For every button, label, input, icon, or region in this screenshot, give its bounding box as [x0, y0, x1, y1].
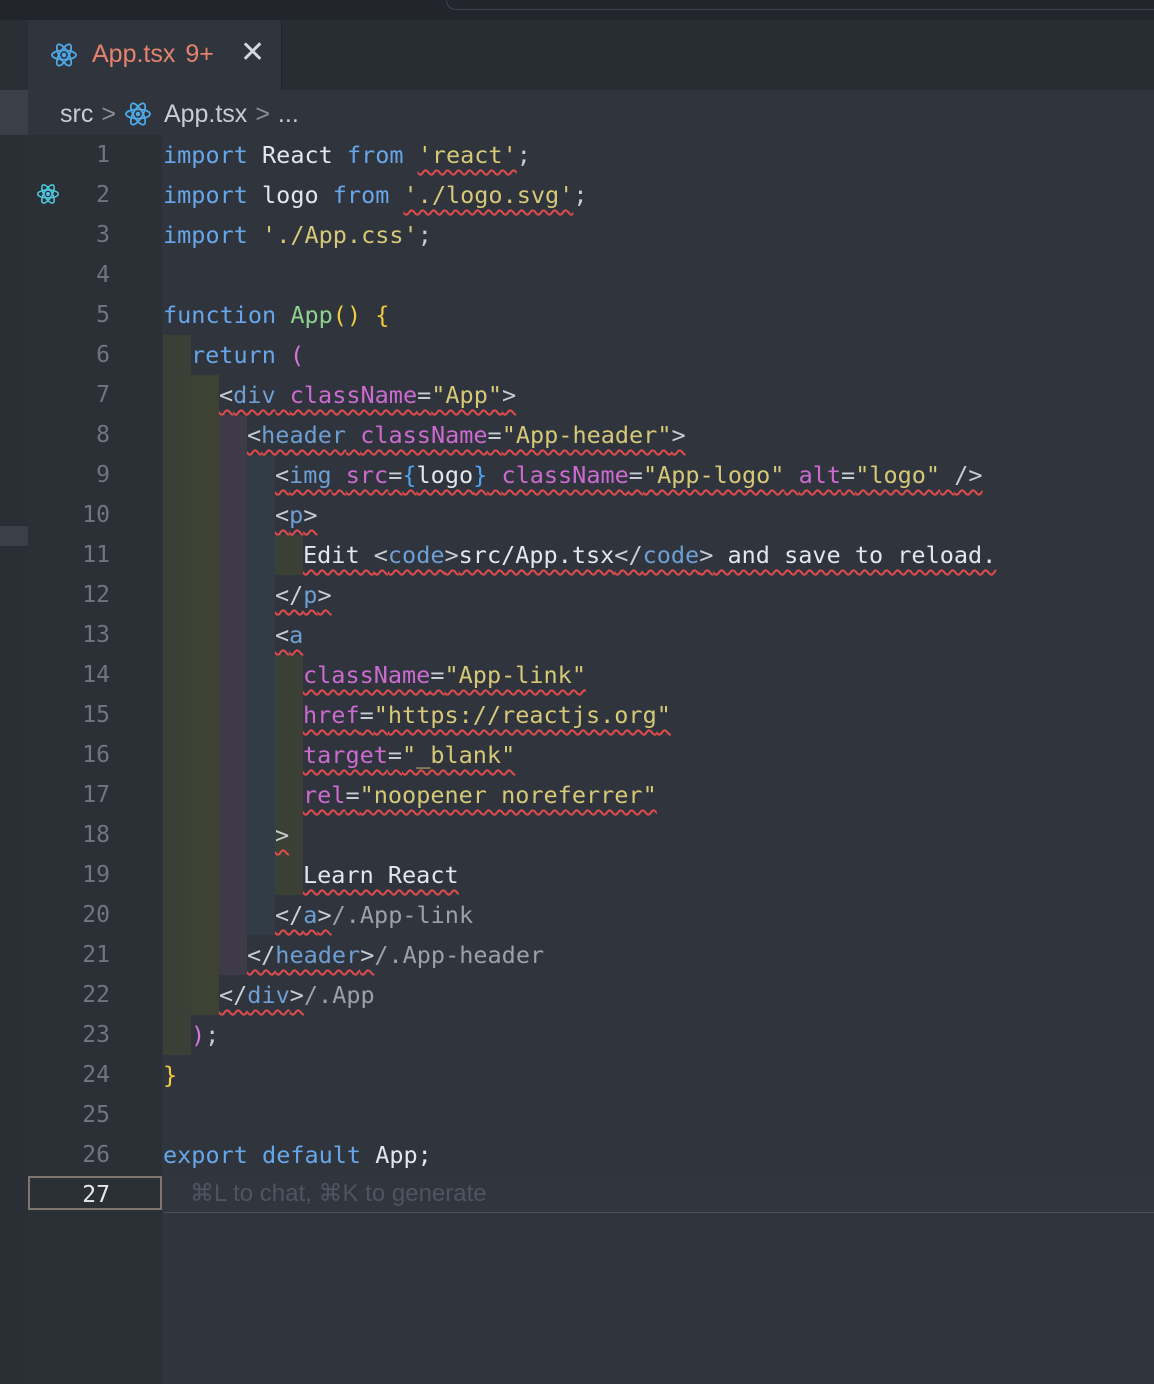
code-line: import './App.css'; [163, 221, 432, 249]
line-number: 3 [96, 222, 110, 248]
code-line: className="App-link" [303, 661, 586, 689]
line-number: 16 [82, 742, 110, 768]
code-line: <img src={logo} className="App-logo" alt… [275, 461, 983, 489]
code-line: Edit <code>src/App.tsx</code> and save t… [303, 541, 997, 569]
code-line: return ( [191, 341, 305, 369]
breadcrumb: src > App.tsx > ... [60, 96, 299, 132]
code-line: <header className="App-header"> [247, 421, 686, 449]
line-number: 22 [82, 982, 110, 1008]
line-number-active: 27 [82, 1182, 110, 1208]
indent-guide [191, 375, 219, 1015]
line-number: 12 [82, 582, 110, 608]
link-url[interactable]: https://reactjs.org [387, 701, 657, 729]
code-line: import logo from './logo.svg'; [163, 181, 588, 209]
line-number: 19 [82, 862, 110, 888]
line-number: 15 [82, 702, 110, 728]
react-icon [36, 184, 60, 204]
code-line: href="https://reactjs.org" [303, 701, 671, 729]
breadcrumb-more[interactable]: ... [277, 99, 299, 128]
code-line: </div>/.App [219, 981, 375, 1009]
react-icon [51, 43, 77, 67]
command-center[interactable] [446, 0, 1154, 10]
code-line: </header>/.App-header [247, 941, 545, 969]
code-line: > [275, 821, 290, 849]
line-number: 17 [82, 782, 110, 808]
code-line: Learn React [303, 861, 459, 889]
line-number: 20 [82, 902, 110, 928]
line-number: 24 [82, 1062, 110, 1088]
close-icon[interactable]: ✕ [240, 36, 266, 69]
line-number: 2 [96, 182, 110, 208]
indent-guide [163, 335, 191, 1055]
title-bar [0, 0, 1154, 20]
current-line-highlight [164, 1176, 1154, 1213]
activity-strip [0, 20, 28, 1384]
code-line: import React from 'react'; [163, 141, 531, 169]
react-icon [125, 102, 151, 126]
line-number: 25 [82, 1102, 110, 1128]
line-number: 5 [96, 302, 110, 328]
line-number: 7 [96, 382, 110, 408]
indent-guide [219, 415, 247, 975]
line-number: 1 [96, 142, 110, 168]
line-number: 9 [96, 462, 110, 488]
indent-guide [247, 455, 275, 935]
line-number: 26 [82, 1142, 110, 1168]
line-number: 11 [82, 542, 110, 568]
code-line: } [163, 1061, 178, 1089]
line-number: 23 [82, 1022, 110, 1048]
code-line: rel="noopener noreferrer" [303, 781, 657, 809]
breadcrumb-file[interactable]: App.tsx [163, 99, 248, 128]
indent-guide [275, 655, 303, 895]
chevron-right-icon: > [101, 99, 116, 128]
code-line: </a>/.App-link [275, 901, 474, 929]
indent-guide [275, 535, 303, 575]
line-number: 4 [96, 262, 110, 288]
code-line: export default App; [163, 1141, 432, 1169]
code-line: ); [191, 1021, 220, 1049]
code-line: <p> [275, 501, 318, 529]
problems-badge: 9+ [185, 40, 214, 68]
breadcrumb-folder[interactable]: src [60, 99, 94, 128]
line-number: 10 [82, 502, 110, 528]
active-line-number-box: 27 [28, 1176, 162, 1210]
code-line: <div className="App"> [219, 381, 517, 409]
strip-marker [0, 526, 28, 546]
code-line: target="_blank" [303, 741, 516, 769]
chevron-right-icon: > [255, 99, 270, 128]
code-line: function App() { [163, 301, 390, 329]
line-number: 6 [96, 342, 110, 368]
line-number: 21 [82, 942, 110, 968]
code-line: <a [275, 621, 304, 649]
line-number: 8 [96, 422, 110, 448]
line-number: 18 [82, 822, 110, 848]
line-number: 13 [82, 622, 110, 648]
strip-marker [0, 90, 28, 135]
line-number-gutter [28, 135, 162, 1384]
code-line: </p> [275, 581, 332, 609]
ai-prompt-placeholder[interactable]: ⌘L to chat, ⌘K to generate [190, 1180, 487, 1207]
line-number: 14 [82, 662, 110, 688]
